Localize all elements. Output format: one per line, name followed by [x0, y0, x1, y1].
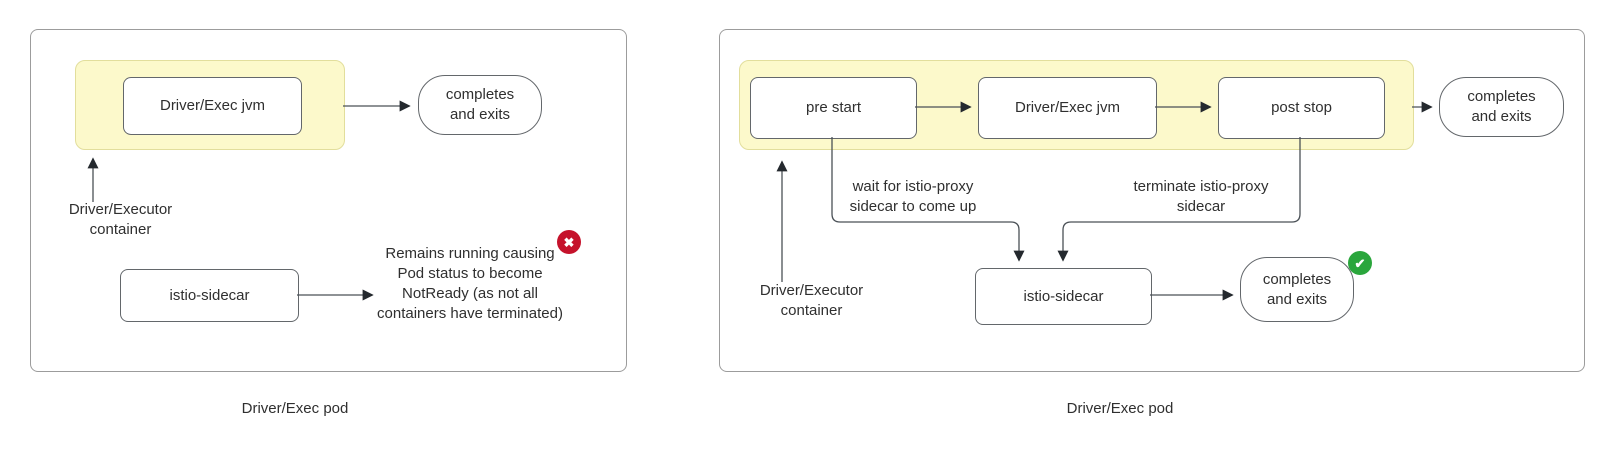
- right-istio-sidecar-node: istio-sidecar: [975, 268, 1152, 325]
- right-driver-executor-container-label: Driver/Executor container: [759, 282, 864, 319]
- error-x-icon: ✖: [563, 234, 575, 250]
- left-istio-sidecar-node: istio-sidecar: [120, 269, 299, 322]
- right-driver-exec-jvm-node: Driver/Exec jvm: [978, 77, 1157, 139]
- error-badge: ✖: [557, 230, 581, 254]
- right-panel-caption: Driver/Exec pod: [1066, 400, 1174, 417]
- left-notready-note: Remains running causing Pod status to be…: [377, 245, 563, 322]
- success-badge: ✔: [1348, 251, 1372, 275]
- post-stop-node: post stop: [1218, 77, 1385, 139]
- left-driver-executor-container-label: Driver/Executor container: [68, 201, 173, 238]
- left-completes-and-exits-node: completes and exits: [418, 75, 542, 135]
- left-panel-caption: Driver/Exec pod: [241, 400, 349, 417]
- pre-start-node: pre start: [750, 77, 917, 139]
- wait-for-istio-proxy-label: wait for istio-proxy sidecar to come up: [849, 178, 977, 215]
- left-driver-exec-jvm-node: Driver/Exec jvm: [123, 77, 302, 135]
- right-top-completes-and-exits-node: completes and exits: [1439, 77, 1564, 137]
- terminate-istio-proxy-label: terminate istio-proxy sidecar: [1133, 178, 1269, 215]
- success-check-icon: ✔: [1354, 255, 1366, 271]
- right-bottom-completes-and-exits-node: completes and exits: [1240, 257, 1354, 322]
